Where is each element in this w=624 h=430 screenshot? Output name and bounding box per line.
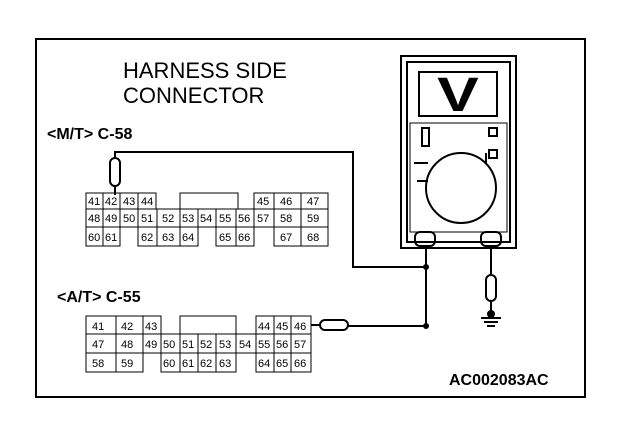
pin-label: 59 xyxy=(307,213,319,225)
c55-pin-numbers: 41 42 43 44 45 46 47 48 49 50 51 52 53 5… xyxy=(92,321,306,370)
pin-label: 42 xyxy=(121,321,133,333)
pin-label: 50 xyxy=(163,339,175,351)
title-line-1: HARNESS SIDE xyxy=(123,58,287,83)
probe-pin-42 xyxy=(109,157,121,195)
pin-label: 49 xyxy=(105,213,117,225)
title-line-2: CONNECTOR xyxy=(123,83,265,108)
pin-label: 51 xyxy=(182,339,194,351)
connector-c55 xyxy=(85,315,312,373)
diagram-frame xyxy=(35,38,586,398)
pin-label: 54 xyxy=(200,213,212,225)
ground-probe xyxy=(485,274,497,311)
pin-label: 66 xyxy=(294,358,306,370)
pin-label: 42 xyxy=(105,196,117,208)
pin-label: 60 xyxy=(88,232,100,244)
figure-code: AC002083AC xyxy=(449,372,549,389)
pin-label: 65 xyxy=(276,358,288,370)
pin-label: 68 xyxy=(307,232,319,244)
pin-label: 55 xyxy=(219,213,231,225)
v-jack xyxy=(480,231,502,247)
pin-label: 44 xyxy=(258,321,270,333)
pin-label: 43 xyxy=(145,321,157,333)
voltmeter xyxy=(400,55,517,249)
pin-label: 61 xyxy=(105,232,117,244)
selector-dial xyxy=(425,152,497,224)
pin-label: 53 xyxy=(182,213,194,225)
pin-label: 45 xyxy=(257,196,269,208)
voltmeter-v-symbol: V xyxy=(437,68,479,121)
pin-label: 62 xyxy=(200,358,212,370)
pin-label: 63 xyxy=(162,232,174,244)
pin-label: 65 xyxy=(219,232,231,244)
wires xyxy=(114,151,492,329)
pin-label: 64 xyxy=(182,232,194,244)
pin-label: 56 xyxy=(238,213,250,225)
pin-label: 44 xyxy=(141,196,153,208)
pin-label: 48 xyxy=(88,213,100,225)
pin-label: 54 xyxy=(239,339,251,351)
pin-label: 52 xyxy=(200,339,212,351)
pin-label: 41 xyxy=(92,321,104,333)
pin-label: 47 xyxy=(307,196,319,208)
pin-label: 45 xyxy=(276,321,288,333)
pin-label: 66 xyxy=(238,232,250,244)
meter-display xyxy=(418,71,498,117)
pin-label: 52 xyxy=(162,213,174,225)
pin-label: 50 xyxy=(123,213,135,225)
pin-label: 57 xyxy=(294,339,306,351)
pin-label: 53 xyxy=(219,339,231,351)
pin-label: 55 xyxy=(258,339,270,351)
pin-label: 67 xyxy=(280,232,292,244)
pin-label: 63 xyxy=(219,358,231,370)
pin-label: 41 xyxy=(88,196,100,208)
pin-label: 43 xyxy=(123,196,135,208)
pin-label: 61 xyxy=(182,358,194,370)
pin-label: 48 xyxy=(121,339,133,351)
com-jack xyxy=(414,231,436,247)
pin-label: 51 xyxy=(141,213,153,225)
pin-label: 58 xyxy=(92,358,104,370)
pin-label: 46 xyxy=(294,321,306,333)
pin-label: 60 xyxy=(163,358,175,370)
connector-c58 xyxy=(85,192,329,247)
pin-label: 62 xyxy=(141,232,153,244)
pin-label: 56 xyxy=(276,339,288,351)
mt-connector-label: <M/T> C-58 xyxy=(47,126,133,143)
pin-label: 46 xyxy=(280,196,292,208)
pin-label: 57 xyxy=(257,213,269,225)
ground-icon xyxy=(481,310,501,327)
pin-label: 64 xyxy=(258,358,270,370)
at-connector-label: <A/T> C-55 xyxy=(57,289,141,306)
pin-label: 47 xyxy=(92,339,104,351)
pin-label: 49 xyxy=(145,339,157,351)
pin-label: 59 xyxy=(121,358,133,370)
c58-pin-numbers: 41 42 43 44 45 46 47 48 49 50 51 52 53 5… xyxy=(88,196,319,244)
probe-pin-46 xyxy=(311,319,349,331)
pin-label: 58 xyxy=(280,213,292,225)
